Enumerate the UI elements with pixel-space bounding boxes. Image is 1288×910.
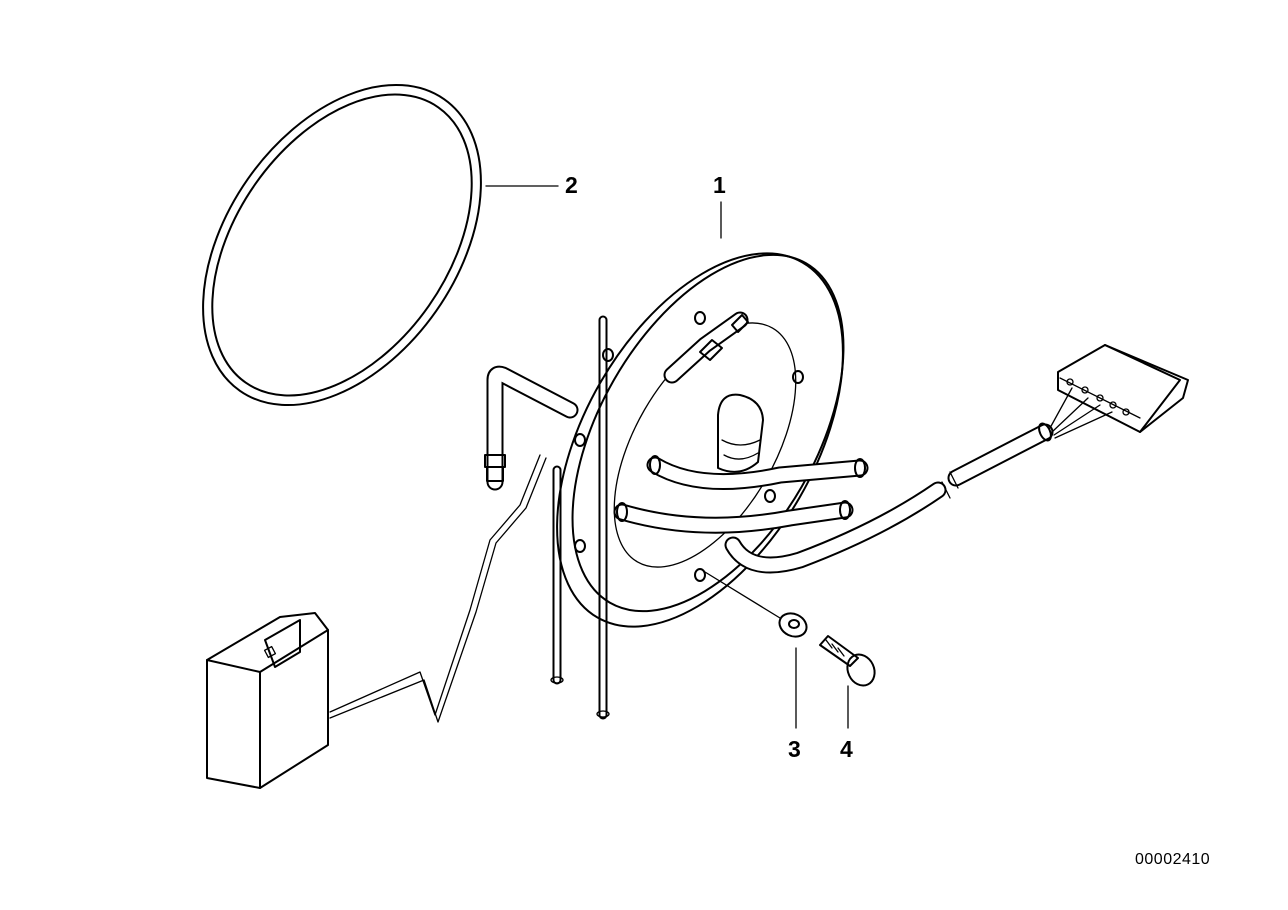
level-sensor-flange xyxy=(556,252,845,628)
return-pipe xyxy=(663,311,749,384)
feed-pipes xyxy=(613,455,869,534)
callout-part-3: 3 xyxy=(788,736,801,762)
float xyxy=(206,612,329,789)
sealing-ring xyxy=(202,83,482,407)
float-arm xyxy=(329,454,547,723)
suction-tube xyxy=(484,365,579,491)
callout-part-1: 1 xyxy=(713,172,726,198)
vertical-rods xyxy=(550,315,610,720)
wiring-harness xyxy=(724,387,1113,574)
washer xyxy=(778,612,808,638)
bolt xyxy=(819,635,876,687)
callout-part-4: 4 xyxy=(840,736,853,762)
hole-leader xyxy=(704,571,781,619)
diagram-reference-number: 00002410 xyxy=(1135,851,1211,868)
callout-part-2: 2 xyxy=(565,172,578,198)
pump-dome xyxy=(717,393,764,473)
connector-plug xyxy=(1057,344,1189,433)
